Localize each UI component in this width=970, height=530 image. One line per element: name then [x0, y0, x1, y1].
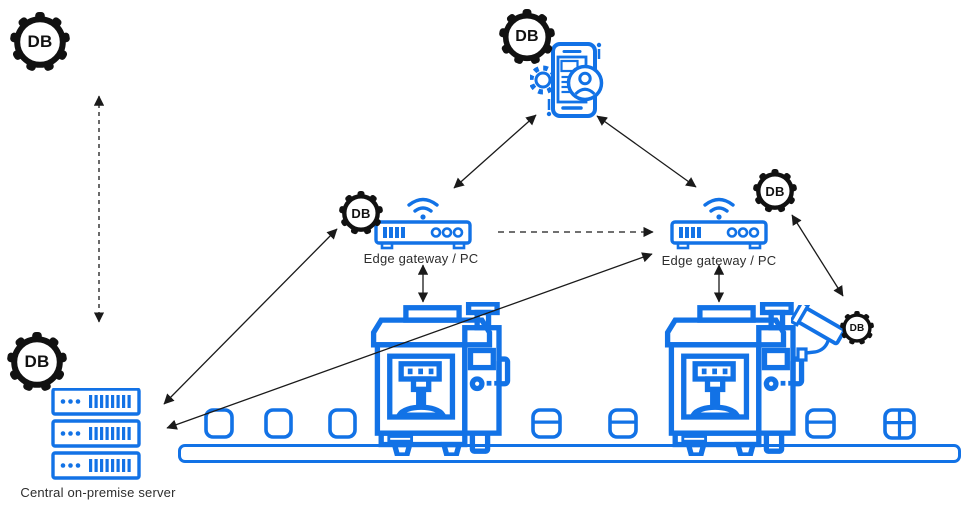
server-db-gear: DB [7, 332, 67, 392]
server-node [51, 388, 141, 480]
db-label: DB [765, 183, 785, 199]
gateway-left-label: Edge gateway / PC [363, 251, 479, 266]
machine-right-node [660, 302, 812, 456]
conveyor-item [883, 408, 916, 440]
db-label: DB [27, 32, 53, 51]
gateway-left-node [373, 192, 473, 250]
server-rack-icon [51, 388, 141, 480]
conveyor-item [531, 408, 562, 439]
machine-left-node [366, 302, 518, 456]
db-label: DB [849, 322, 865, 334]
db-label: DB [515, 28, 539, 45]
offsite-db-gear: DB [10, 12, 70, 72]
cnc-machine-icon [366, 302, 518, 456]
conveyor-belt [178, 444, 961, 463]
camera-db-gear: DB [840, 311, 874, 345]
conveyor-item [204, 408, 234, 439]
cnc-machine-icon [660, 302, 812, 456]
arrow-server-to-gateway-left-db [163, 228, 338, 405]
gateway-right-db-gear: DB [753, 169, 797, 213]
gateway-left-db-gear: DB [339, 191, 383, 235]
arrow-gateway-left-to-mobile-app [453, 114, 537, 189]
conveyor-item [328, 408, 357, 439]
arrow-gateway-right-to-mobile-app [596, 115, 697, 188]
server-label: Central on-premise server [20, 485, 176, 500]
edge-gateway-icon [373, 192, 473, 250]
mobile-db-gear: DB [499, 9, 555, 65]
db-label: DB [351, 205, 371, 221]
conveyor-item [608, 408, 638, 439]
conveyor-item [264, 408, 293, 439]
arrow-gateway-right-db-to-camera-db [791, 214, 844, 297]
db-label: DB [24, 352, 50, 371]
gateway-right-label: Edge gateway / PC [661, 253, 777, 268]
